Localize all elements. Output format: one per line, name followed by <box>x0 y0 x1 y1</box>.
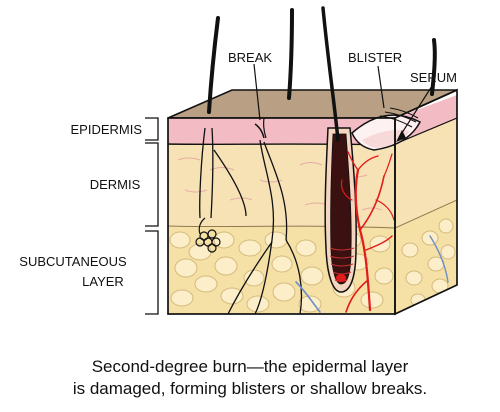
break-leader <box>253 63 261 121</box>
sweat-gland <box>195 217 221 253</box>
dermis-subcutaneous-boundary <box>168 225 395 229</box>
caption-line-1: Second-degree burn—the epidermal layer <box>91 357 409 376</box>
skin-cross-section-diagram: BREAK BLISTER SERUM EPIDERMIS DERMIS SUB… <box>19 6 458 316</box>
figure-caption: Second-degree burn—the epidermal layer i… <box>0 356 500 400</box>
hair-follicle-shaft <box>321 6 340 142</box>
label-blister: BLISTER <box>348 50 402 65</box>
label-break: BREAK <box>228 50 272 65</box>
block-outline <box>167 88 458 316</box>
hair-follicle <box>324 127 357 293</box>
label-epidermis: EPIDERMIS <box>70 122 142 137</box>
label-dermis: DERMIS <box>90 177 141 192</box>
label-subcutaneous-line1: SUBCUTANEOUS <box>19 254 127 269</box>
veins <box>295 235 449 313</box>
label-subcutaneous-line2: LAYER <box>82 274 124 289</box>
serum-fill <box>362 130 410 148</box>
label-serum: SERUM <box>410 70 457 85</box>
hairs <box>207 6 437 142</box>
blood-vessels <box>340 151 395 313</box>
dermis-bracket <box>145 142 159 227</box>
hair-right <box>430 38 437 96</box>
nerve-strands <box>199 127 303 315</box>
dermis-fibers <box>177 157 383 211</box>
epidermal-break <box>254 117 267 139</box>
callout-lines <box>253 63 433 142</box>
layer-brackets <box>145 117 159 315</box>
serum-leader <box>399 85 433 137</box>
epidermis-bracket <box>145 117 159 141</box>
blister-leader <box>377 65 385 109</box>
caption-line-2: is damaged, forming blisters or shallow … <box>72 379 428 398</box>
hair-left <box>207 16 220 114</box>
hair-middle <box>287 8 294 100</box>
subcutaneous-bracket <box>145 230 159 315</box>
serum-arrowhead <box>396 130 406 142</box>
